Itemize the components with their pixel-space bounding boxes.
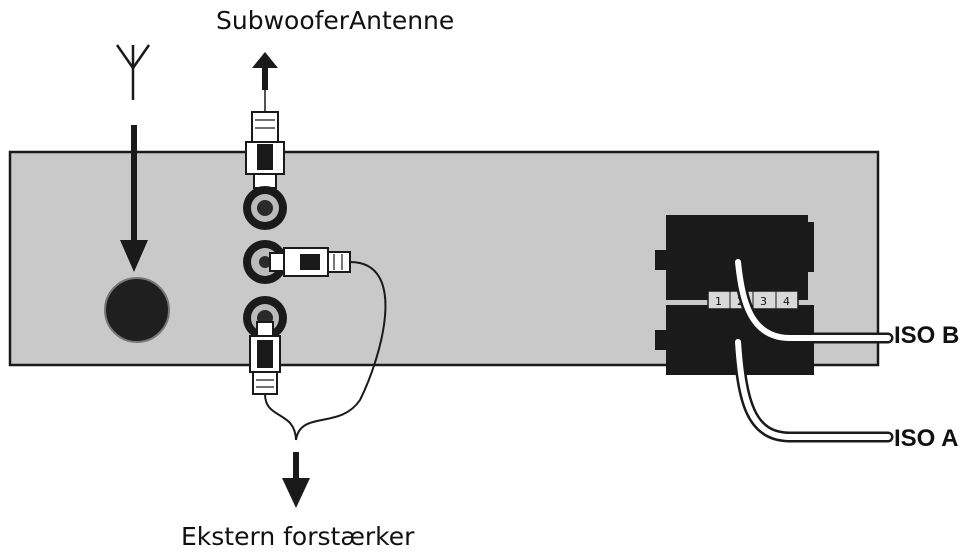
iso-b-label: ISO B (894, 322, 960, 349)
iso-pin-label: 1 (715, 295, 722, 308)
amplifier-cable-left (264, 393, 297, 441)
iso-pin-label: 4 (783, 295, 790, 308)
antenna-icon (115, 44, 151, 100)
subwoofer-arrow-icon (252, 52, 278, 112)
rca-socket-1 (243, 186, 287, 230)
iso-pin-label: 3 (760, 295, 767, 308)
iso-a-label: ISO A (894, 425, 959, 452)
iso-pin-strip: 1 2 3 4 (707, 290, 799, 310)
iso-b-cable (732, 256, 894, 344)
amplifier-arrow-icon (282, 452, 310, 508)
antenna-socket (104, 277, 170, 343)
external-amplifier-label: Ekstern forstærker (181, 522, 415, 551)
rca-plug-horizontal (269, 247, 351, 277)
antenna-arrow-icon (120, 125, 148, 272)
rca-plug-vertical (249, 321, 281, 395)
amplifier-cable-right (295, 261, 387, 441)
subwoofer-antenna-label: SubwooferAntenne (216, 6, 455, 35)
iso-a-cable (732, 336, 894, 443)
